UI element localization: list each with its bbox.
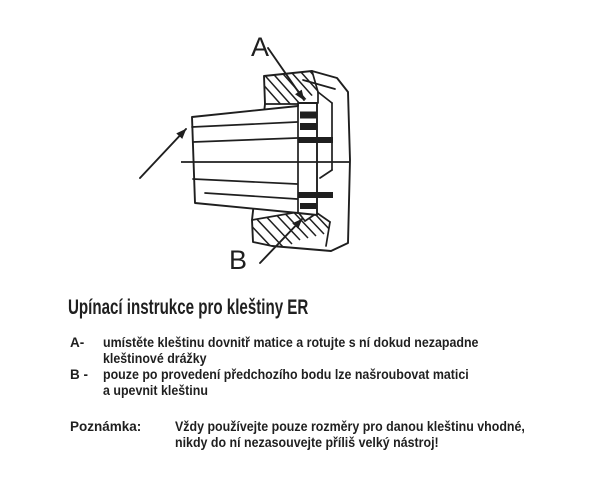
instruction-label-a: A- [70,335,85,350]
instruction-text-b: pouze po provedení předchozího bodu lze … [103,367,501,399]
collet-diagram: A B [139,32,351,275]
note-block: Poznámka: Vždy používejte pouze rozměry … [70,419,590,451]
instruction-a-line-2: kleštinové drážky [103,351,207,366]
instruction-a-line-1: umístěte kleštinu dovnitř matice a rotuj… [103,335,479,350]
arrow-a-icon [267,47,305,101]
note-line-2: nikdy do ní nezasouvejte příliš velký ná… [175,435,439,450]
page-title: Upínací instrukce pro kleštiny ER [68,297,402,318]
instruction-item-a: A- umístěte kleštinu dovnitř matice a ro… [70,335,570,367]
instruction-list: A- umístěte kleštinu dovnitř matice a ro… [70,335,570,399]
instruction-item-b: B - pouze po provedení předchozího bodu … [70,367,570,399]
callout-arrows [139,47,305,264]
note-line-1: Vždy používejte pouze rozměry pro danou … [175,419,525,434]
note-text: Vždy používejte pouze rozměry pro danou … [175,419,555,451]
callout-b-label: B [229,245,247,275]
instruction-label-b: B - [70,367,88,382]
instruction-b-line-2: a upevnit kleštinu [103,383,208,398]
note-label: Poznámka: [70,419,142,434]
callout-a-label: A [251,32,269,62]
instruction-text-a: umístěte kleštinu dovnitř matice a rotuj… [103,335,511,367]
arrow-b-icon [259,218,303,264]
instruction-b-line-1: pouze po provedení předchozího bodu lze … [103,367,469,382]
page-title-text: Upínací instrukce pro kleštiny ER [68,296,309,319]
insert-arrow-icon [139,128,187,179]
collet-figure: A B [139,32,351,275]
collet-groove-bands [298,111,333,209]
